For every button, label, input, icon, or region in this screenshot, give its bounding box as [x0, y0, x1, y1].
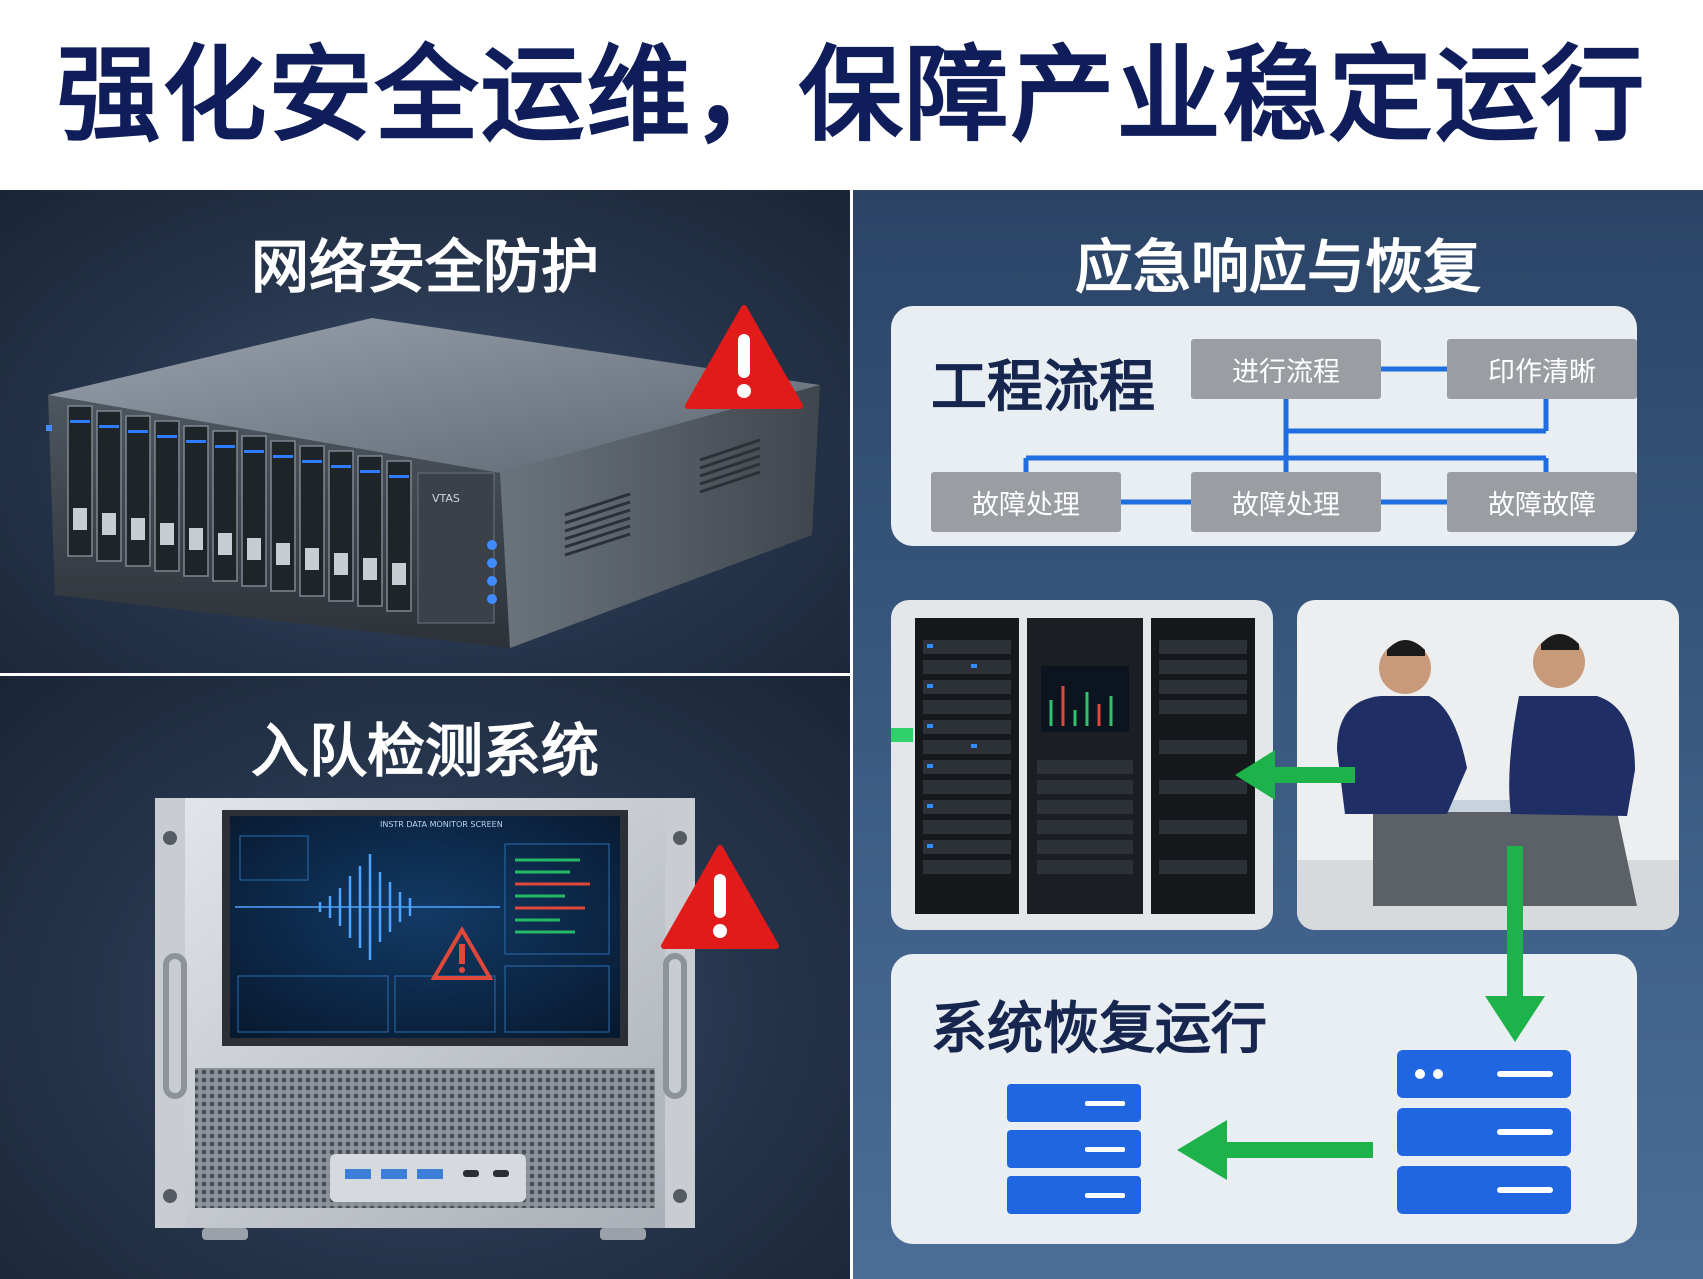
technicians-photo	[1297, 600, 1679, 930]
flow-connectors	[1023, 366, 1549, 505]
server-racks-illustration	[891, 618, 1255, 914]
technicians-illustration	[1297, 634, 1679, 930]
server-stack-icon	[1397, 1050, 1571, 1214]
recovery-title: 系统恢复运行	[931, 997, 1267, 1062]
page-title: 强化安全运维，保障产业稳定运行	[56, 34, 1647, 156]
detection-system-title: 入队检测系统	[250, 717, 599, 785]
flow-node-fault-1: 故障处理	[931, 472, 1121, 532]
flow-node-fault-3: 故障故障	[1447, 472, 1637, 532]
screen-header: INSTR DATA MONITOR SCREEN	[380, 820, 503, 829]
network-security-panel: 网络安全防护	[0, 190, 850, 673]
flow-card: 工程流程 进行流程 印作清晰 故障处理 故障处理 故障故障	[891, 306, 1637, 546]
detection-system-panel: 入队检测系统	[0, 676, 850, 1279]
warning-triangle-icon	[685, 305, 803, 409]
device-label: VTAS	[432, 492, 460, 505]
warning-triangle-icon	[661, 845, 779, 949]
flow-node-clear: 印作清晰	[1447, 339, 1637, 399]
nas-server-illustration	[46, 318, 820, 648]
flow-node-start: 进行流程	[1191, 339, 1381, 399]
arrow-icon	[1485, 846, 1545, 1042]
server-racks-photo	[891, 600, 1273, 930]
rack-monitor-illustration	[155, 798, 695, 1240]
server-stack-icon	[1007, 1084, 1141, 1214]
network-security-title: 网络安全防护	[250, 233, 599, 301]
header: 强化安全运维，保障产业稳定运行	[0, 0, 1703, 190]
flow-title: 工程流程	[931, 355, 1155, 420]
arrow-icon	[1235, 750, 1355, 800]
arrow-icon	[1177, 1120, 1373, 1180]
emergency-response-title: 应急响应与恢复	[1074, 233, 1481, 301]
flow-node-fault-2: 故障处理	[1191, 472, 1381, 532]
emergency-response-panel: 应急响应与恢复 工程流程 进行流程 印作清晰 故障处理 故障处理 故障故障	[853, 190, 1703, 1279]
